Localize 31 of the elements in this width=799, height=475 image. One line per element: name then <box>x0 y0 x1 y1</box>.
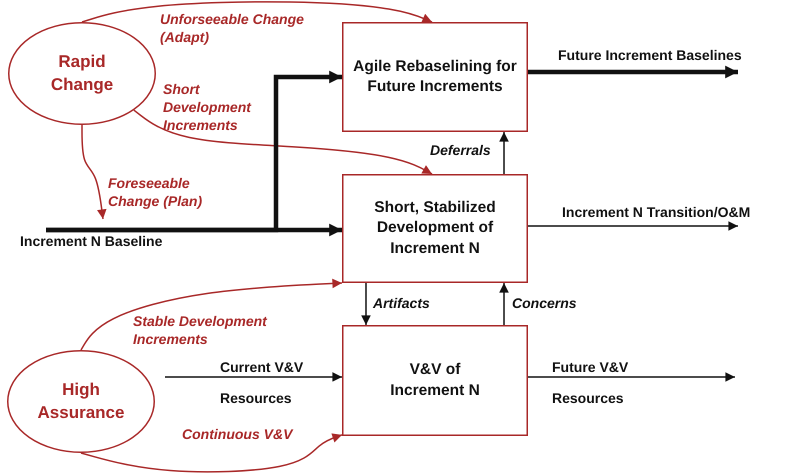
ellipse-label: High Assurance <box>36 379 126 424</box>
edge-label: Concerns <box>512 294 578 312</box>
box-label: V&V of Increment N <box>389 360 481 400</box>
arrow <box>499 283 509 325</box>
edge-label: Foreseeable Change (Plan) <box>108 174 204 210</box>
edge-label: Short Development Increments <box>163 80 252 135</box>
edge-label: Continuous V&V <box>182 425 294 444</box>
arrow <box>82 1 432 23</box>
box-label: Agile Rebaselining for Future Increments <box>352 56 518 97</box>
edge-label: Deferrals <box>430 141 492 160</box>
arrow <box>528 66 738 78</box>
edge-label: Increment N Baseline <box>20 232 164 250</box>
edge-label: Current V&V Resources <box>220 358 304 408</box>
arrow <box>361 283 371 325</box>
arrow <box>528 372 735 382</box>
edge-label: Future Increment Baselines <box>558 46 743 64</box>
arrow <box>134 110 432 175</box>
arrow <box>80 433 342 473</box>
box-label: Short, Stabilized Development of Increment N <box>373 198 497 259</box>
edge-label: Stable Development Increments <box>133 312 268 348</box>
arrow <box>46 70 342 232</box>
edge-label: Unforseeable Change (Adapt) <box>160 10 305 46</box>
edge-label: Increment N Transition/O&M <box>562 203 752 222</box>
arrow <box>528 221 738 231</box>
ellipse-label: Rapid Change <box>50 51 114 96</box>
arrow <box>81 125 107 220</box>
edge-label: Artifacts <box>373 294 431 312</box>
edge-label: Future V&V Resources <box>552 358 630 408</box>
arrow <box>80 278 342 350</box>
arrow <box>499 132 509 174</box>
arrow <box>165 372 342 382</box>
